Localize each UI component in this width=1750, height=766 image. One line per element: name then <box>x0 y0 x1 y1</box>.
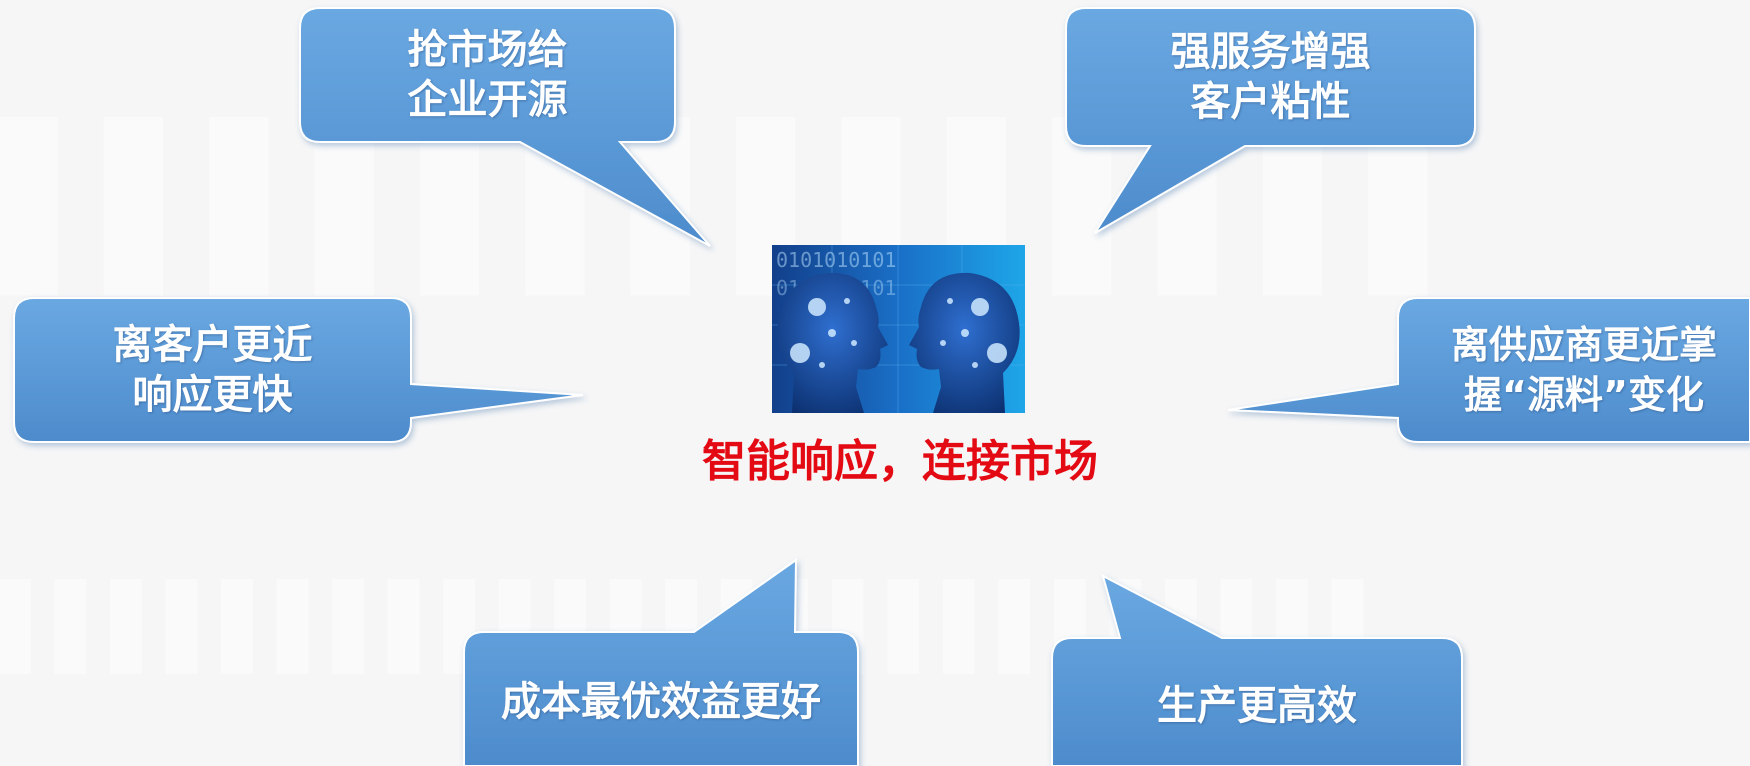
bubble-line: 企业开源 <box>407 77 568 123</box>
two-heads-binary-icon: 0101010101 0101010101 <box>772 245 1025 413</box>
bubble-line: 离客户更近 <box>112 322 313 368</box>
bubble-line: 握“源料”变化 <box>1464 373 1704 417</box>
callout-bubble-service <box>1065 7 1476 234</box>
callout-bubble-supplier <box>1227 297 1750 443</box>
bubble-text-customer: 离客户更近 响应更快 <box>14 298 411 442</box>
bubble-line: 客户粘性 <box>1190 79 1351 125</box>
bubble-line: 抢市场给 <box>407 27 568 73</box>
bubble-line: 强服务增强 <box>1170 29 1371 75</box>
center-caption: 智能响应，连接市场 <box>702 436 1098 487</box>
binary-text: 0101010101 <box>776 248 896 272</box>
bubble-text-production: 生产更高效 <box>1052 664 1462 748</box>
bubble-text-supplier: 离供应商更近掌 握“源料”变化 <box>1418 298 1750 442</box>
bubble-text-market: 抢市场给 企业开源 <box>300 8 675 142</box>
bubble-text-cost: 成本最优效益更好 <box>464 660 858 744</box>
bubble-text-service: 强服务增强 客户粘性 <box>1066 8 1475 146</box>
bubble-line: 离供应商更近掌 <box>1450 323 1717 367</box>
bubble-line: 成本最优效益更好 <box>501 679 821 725</box>
bubble-line: 响应更快 <box>132 372 293 418</box>
callout-bubble-customer <box>13 297 584 443</box>
bubble-line: 生产更高效 <box>1157 683 1357 729</box>
callout-bubble-production <box>1051 574 1463 766</box>
callout-bubble-cost <box>463 558 859 766</box>
callout-bubble-market <box>299 7 711 247</box>
